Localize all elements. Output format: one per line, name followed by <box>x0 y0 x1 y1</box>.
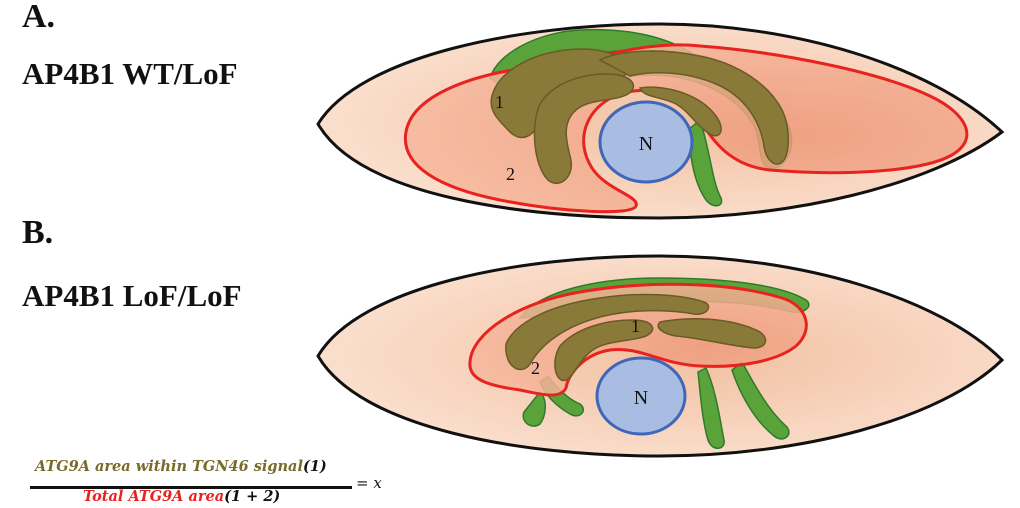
region1-label-a: 1 <box>495 92 504 112</box>
region1-label-b: 1 <box>631 316 640 336</box>
panel-a-cell: N 1 2 <box>318 24 1002 218</box>
nucleus-label-a: N <box>639 133 653 155</box>
panel-b-cell: N 1 2 <box>318 256 1002 456</box>
numerator-paren: (1) <box>303 458 327 475</box>
nucleus-label-b: N <box>634 387 648 409</box>
formula-equals: = x <box>356 474 382 492</box>
region2-label-a: 2 <box>506 164 515 184</box>
denominator-paren: (1 + 2) <box>224 488 280 505</box>
formula-denominator: Total ATG9A area(1 + 2) <box>83 488 280 505</box>
region2-label-b: 2 <box>531 358 540 378</box>
denominator-text: Total ATG9A area <box>83 488 224 505</box>
numerator-text: ATG9A area within TGN46 signal <box>35 458 303 475</box>
formula-numerator: ATG9A area within TGN46 signal(1) <box>35 458 327 475</box>
